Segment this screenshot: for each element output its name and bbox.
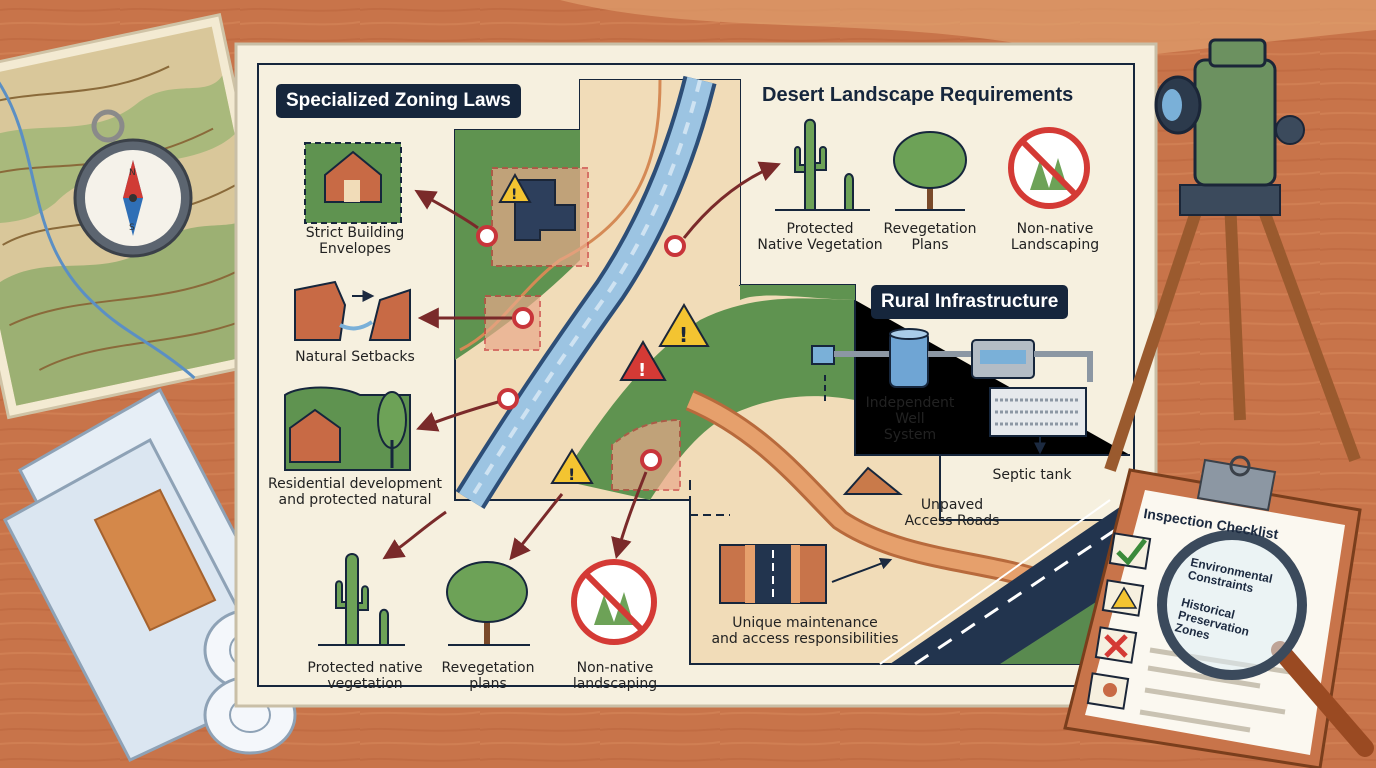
compass-icon: N S — [73, 109, 193, 258]
tree-icon — [893, 131, 967, 211]
prohibited-plant-icon — [571, 559, 657, 645]
svg-text:!: ! — [511, 187, 517, 203]
well-system-icon — [811, 328, 972, 388]
rural-title: Rural Infrastructure — [871, 285, 1069, 319]
warning-icon: ! — [658, 303, 710, 347]
svg-text:!: ! — [638, 360, 646, 381]
house-envelope-icon — [304, 142, 402, 224]
bottom-label-native: Protected native vegetation — [307, 660, 423, 692]
zoning-label-envelopes: Strict Building Envelopes — [305, 225, 405, 257]
label-unpaved-roads: Unpaved Access Roads — [904, 497, 1000, 529]
desert-title: Desert Landscape Requirements — [762, 84, 1074, 106]
warning-icon: ! — [550, 448, 594, 484]
svg-text:!: ! — [568, 465, 575, 484]
desert-label-nonnative: Non-native Landscaping — [1010, 221, 1100, 253]
prohibited-plant-icon — [1008, 127, 1090, 209]
cactus-icon — [775, 118, 870, 211]
warning-icon: ! — [498, 172, 532, 203]
septic-tank-icon — [971, 339, 1093, 455]
cactus-icon — [318, 553, 405, 646]
label-maintenance: Unique maintenance and access responsibi… — [711, 615, 899, 647]
house-trees-icon — [284, 386, 411, 471]
svg-text:!: ! — [679, 323, 688, 347]
desert-label-native: Protected Native Vegetation — [757, 221, 883, 253]
dirt-mound-icon — [842, 466, 903, 495]
desert-label-revegetation: Revegetation Plans — [883, 221, 977, 253]
road-section-icon — [719, 544, 893, 604]
label-septic-tank: Septic tank — [992, 467, 1072, 483]
magnifying-glass-icon — [1157, 530, 1374, 757]
label-well-system: Independent Well System — [865, 395, 955, 443]
zoning-label-setbacks: Natural Setbacks — [295, 349, 415, 365]
svg-text:S: S — [129, 223, 135, 233]
bottom-label-nonnative: Non-native landscaping — [572, 660, 658, 692]
zoning-label-residential: Residential development and protected na… — [268, 476, 442, 508]
danger-icon: ! — [619, 340, 667, 381]
bottom-label-revegetation: Revegetation plans — [441, 660, 535, 692]
svg-text:N: N — [129, 168, 136, 178]
tree-icon — [446, 561, 530, 646]
theodolite-icon — [1104, 38, 1361, 472]
zoning-title: Specialized Zoning Laws — [276, 84, 521, 118]
setback-icon — [294, 280, 411, 341]
